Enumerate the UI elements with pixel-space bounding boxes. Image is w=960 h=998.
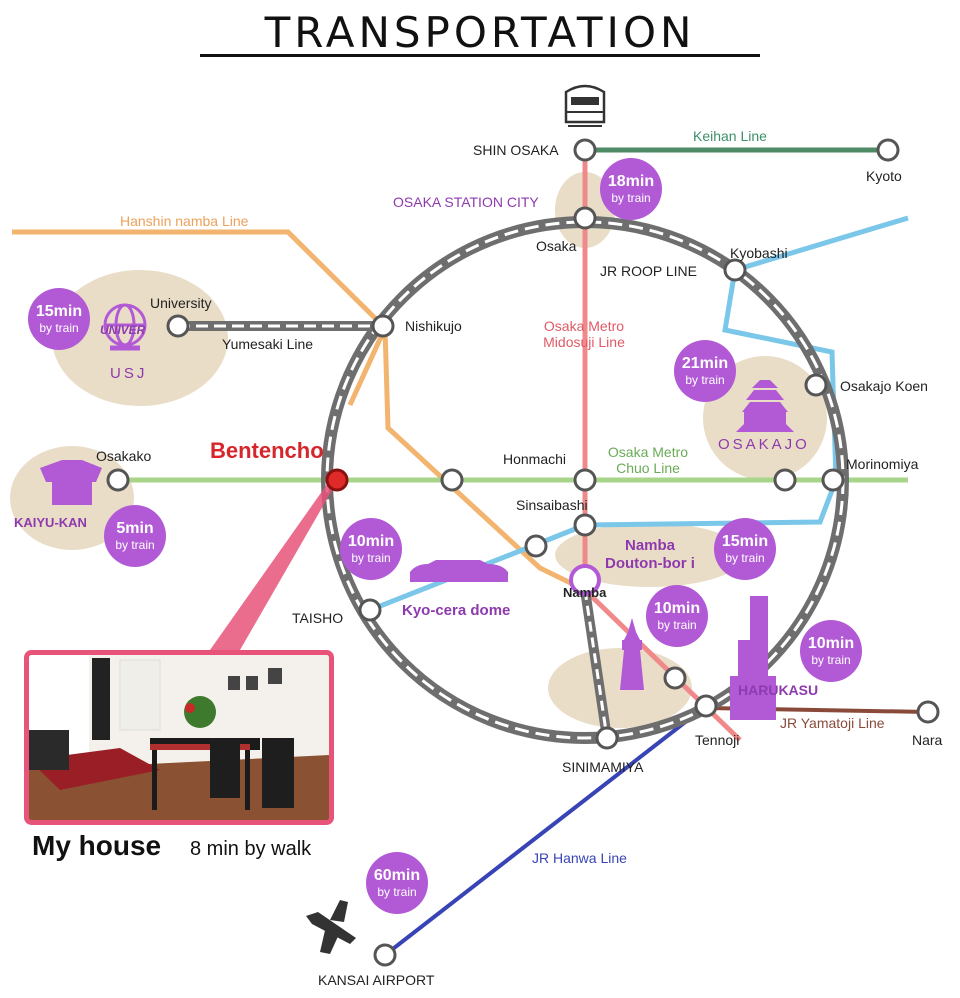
station-nishikujo <box>371 314 395 338</box>
label-osakajo-koen: Osakajo Koen <box>840 378 928 394</box>
station-osakajo-koen <box>804 373 828 397</box>
label-osaka: Osaka <box>536 238 577 254</box>
shinkansen-icon <box>564 84 606 127</box>
house-frame-svg <box>24 650 334 825</box>
tsutenkaku-icon <box>620 618 644 690</box>
station-sinimamiya <box>595 726 619 750</box>
namba-sinimamiya-line-dash <box>583 589 609 739</box>
bubble-usj-time: 15min by train <box>28 288 90 350</box>
label-univer: UNIVER <box>100 323 146 337</box>
label-kansai-airport: KANSAI AIRPORT <box>318 972 435 988</box>
station-nara <box>916 700 940 724</box>
station-bentencho <box>325 468 349 492</box>
label-honmachi: Honmachi <box>503 451 567 467</box>
station-chuo-east <box>773 468 797 492</box>
label-harukasu: HARUKASU <box>738 682 819 698</box>
label-hanshin-line: Hanshin namba Line <box>120 213 249 229</box>
tsutenkaku-area <box>548 648 692 728</box>
title-underline <box>200 54 760 57</box>
hanshin-line-west <box>347 326 388 407</box>
bubble-namba-time: 15min by train <box>714 518 776 580</box>
label-namba-dotonbori: Namba Douton-bor i <box>605 537 695 572</box>
station-osaka <box>573 206 597 230</box>
label-nishikujo: Nishikujo <box>405 318 462 334</box>
station-honmachi-west <box>440 468 464 492</box>
my-house-label: My house <box>32 830 162 861</box>
label-keihan-line: Keihan Line <box>693 128 767 144</box>
label-yamatoji-line: JR Yamatoji Line <box>780 715 885 731</box>
label-hanwa-line: JR Hanwa Line <box>532 850 627 866</box>
bubble-kaiyukan-time: 5min by train <box>104 505 166 567</box>
label-bentencho: Bentencho <box>210 438 324 463</box>
label-jr-loop-line: JR ROOP LINE <box>600 263 697 279</box>
label-namba: Namba <box>563 585 607 600</box>
label-yumesaki-line: Yumesaki Line <box>222 336 314 352</box>
label-university: University <box>150 295 212 311</box>
midosuji-line-south <box>583 588 742 742</box>
osakajo-castle-icon <box>736 380 794 432</box>
label-osakako: Osakako <box>96 448 152 464</box>
kyocera-dome-icon <box>410 560 508 582</box>
bubble-harukasu-time: 10min by train <box>800 620 862 682</box>
usj-globe-icon <box>103 303 147 351</box>
station-nagahoribashi <box>524 534 548 558</box>
bubble-osakajo-time: 21min by train <box>674 340 736 402</box>
station-sinsaibashi <box>573 513 597 537</box>
hanshin-line <box>12 229 587 593</box>
label-kyoto: Kyoto <box>866 168 902 184</box>
station-namba <box>569 564 601 596</box>
label-kyobashi: Kyobashi <box>730 245 788 261</box>
bubble-tsutenkaku-time: 10min by train <box>646 585 708 647</box>
station-tennoji <box>694 694 718 718</box>
house-photo <box>29 655 329 820</box>
label-nara: Nara <box>912 732 943 748</box>
station-osakako <box>106 468 130 492</box>
label-tennoji: Tennoji <box>695 732 740 748</box>
station-kyobashi <box>723 258 747 282</box>
station-university <box>166 314 190 338</box>
label-osakajo: OSAKAJO <box>718 436 810 453</box>
label-taisho: TAISHO <box>292 610 344 626</box>
label-kaiyukan: KAIYU-KAN <box>14 515 87 530</box>
label-morinomiya: Morinomiya <box>846 456 919 472</box>
hanwa-line <box>383 704 708 957</box>
label-kyocera-dome: Kyo-cera dome <box>402 602 511 619</box>
label-usj: USJ <box>110 365 148 382</box>
label-sinsaibashi: Sinsaibashi <box>516 497 588 513</box>
bubble-airport-time: 60min by train <box>366 852 428 914</box>
label-osaka-station-city: OSAKA STATION CITY <box>393 194 539 210</box>
station-ebisucho <box>663 666 687 690</box>
station-morinomiya <box>821 468 845 492</box>
page-title: TRANSPORTATION <box>264 8 696 57</box>
station-honmachi <box>573 468 597 492</box>
label-shin-osaka: SHIN OSAKA <box>473 142 559 158</box>
station-taisho <box>358 598 382 622</box>
airplane-icon <box>306 900 356 954</box>
station-shin-osaka <box>573 138 597 162</box>
bubble-kyocera-time: 10min by train <box>340 518 402 580</box>
namba-area <box>555 523 745 587</box>
label-midosuji-line: Osaka Metro Midosuji Line <box>543 318 625 350</box>
label-sinimamiya: SINIMAMIYA <box>562 759 644 775</box>
station-kansai-airport <box>373 943 397 967</box>
station-kyoto <box>876 138 900 162</box>
walk-time-label: 8 min by walk <box>190 838 312 860</box>
bubble-osaka-time: 18min by train <box>600 158 662 220</box>
house-pointer <box>210 480 338 650</box>
harukasu-icon <box>730 596 776 720</box>
label-chuo-line: Osaka Metro Chuo Line <box>607 444 689 476</box>
kaiyukan-icon <box>40 460 102 505</box>
